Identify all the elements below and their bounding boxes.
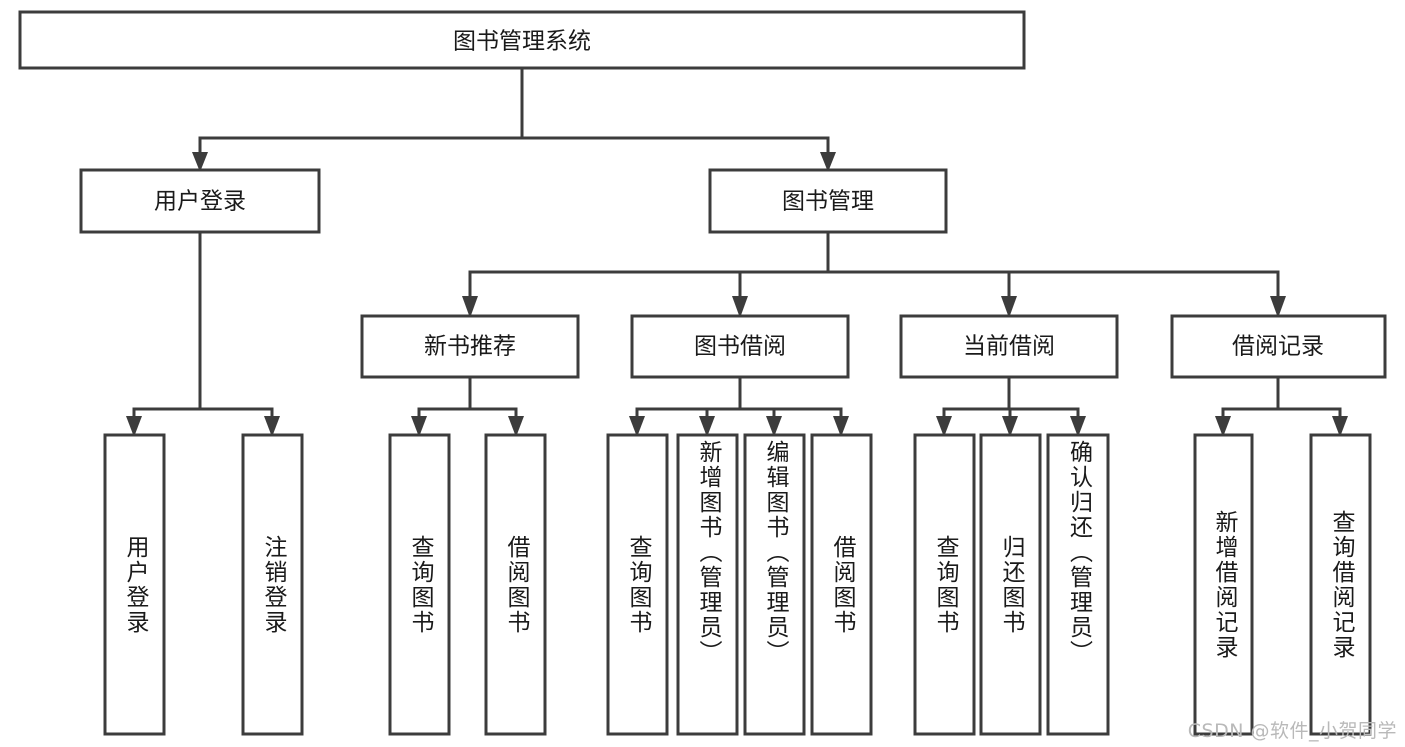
leaf-box-query-book-3[interactable] [913,433,976,736]
arrow-cb-leaf-confirm-return [1070,416,1086,437]
arrow-nbr-leaf-query-book [411,416,427,437]
arrow-cb-leaf-return-book [1002,416,1018,437]
arrow-root-user-login [192,152,208,172]
csdn-watermark: CSDN @软件_小贺同学 [1187,720,1397,742]
leaf-box-query-book-1[interactable] [388,433,451,736]
connector-bb-to-leaf-query-book [635,377,742,420]
leaf-box-confirm-return[interactable] [1046,433,1110,736]
leaf-box-query-record[interactable] [1309,433,1372,736]
leaf-box-borrow-book-1[interactable] [484,433,547,736]
connector-root-to-book-manage [522,136,830,155]
node-user-login[interactable]: 用户登录 [79,168,321,234]
node-user-login-box[interactable] [79,168,321,234]
connector-ul-to-leaf-logout [200,407,274,420]
connector-group-root [198,68,830,155]
root-node-box[interactable] [18,10,1026,70]
connector-group-book-manage [468,232,1280,300]
root-node[interactable]: 图书管理系统 [18,10,1026,70]
connector-bb-to-leaf-borrow-book [740,407,843,420]
node-new-book-rec-box[interactable] [360,314,580,379]
leaf-box-add-book[interactable] [676,433,739,736]
arrow-bb-leaf-add-book [699,416,715,437]
node-borrow-record[interactable]: 借阅记录 [1170,314,1387,379]
arrow-cb-leaf-query-book [936,416,952,437]
arrow-nbr-leaf-borrow-book [508,416,524,437]
leaf-box-add-record[interactable] [1193,433,1254,736]
connector-br-to-leaf-add-record [1221,377,1280,420]
connector-group-borrow-record [1215,377,1348,437]
arrow-br-leaf-query-record [1332,416,1348,437]
connector-bm-to-current-borrow [828,270,1011,300]
connector-br-to-leaf-query-record [1278,407,1342,420]
connector-cb-to-leaf-confirm-return [1009,407,1080,420]
arrow-bb-leaf-edit-book [766,416,782,437]
node-book-borrow-box[interactable] [630,314,850,379]
arrowheads-level2 [192,152,836,172]
arrow-ul-leaf-user-login [126,416,142,437]
node-book-borrow-label: 图书借阅 [694,334,786,360]
leaf-box-logout[interactable] [241,433,304,736]
connector-group-new-book-rec [411,377,524,437]
connector-cb-to-leaf-query-book [942,377,1011,420]
arrow-bm-book-borrow [732,296,748,318]
connector-group-user-login [126,232,280,437]
arrow-bm-current-borrow [1001,296,1017,318]
connector-ul-to-leaf-user-login [132,232,202,420]
connector-bm-to-new-book-rec [468,232,830,300]
connector-nbr-to-leaf-query-book [417,377,472,420]
node-current-borrow-box[interactable] [899,314,1119,379]
arrow-bb-leaf-borrow-book [833,416,849,437]
leaf-boxes [103,433,1372,736]
leaf-box-user-login[interactable] [103,433,166,736]
node-new-book-rec[interactable]: 新书推荐 [360,314,580,379]
node-current-borrow-label: 当前借阅 [963,334,1055,360]
arrow-bm-new-book-rec [462,296,478,318]
connector-root-to-user-login [198,68,524,155]
arrow-bm-borrow-record [1270,296,1286,318]
connector-group-book-borrow [629,377,849,437]
node-user-login-label: 用户登录 [154,189,246,215]
node-book-manage-label: 图书管理 [782,189,874,215]
node-book-manage[interactable]: 图书管理 [708,168,948,234]
node-borrow-record-box[interactable] [1170,314,1387,379]
arrow-bb-leaf-query-book [629,416,645,437]
node-book-manage-box[interactable] [708,168,948,234]
node-current-borrow[interactable]: 当前借阅 [899,314,1119,379]
node-borrow-record-label: 借阅记录 [1232,334,1324,360]
leaf-box-borrow-book-2[interactable] [810,433,873,736]
leaf-box-query-book-2[interactable] [606,433,669,736]
arrow-root-book-manage [820,152,836,172]
arrow-br-leaf-add-record [1215,416,1231,437]
leaf-box-edit-book[interactable] [743,433,806,736]
arrowheads-level3 [462,296,1286,318]
root-node-label: 图书管理系统 [453,29,591,55]
connector-bm-to-borrow-record [828,270,1280,300]
node-new-book-rec-label: 新书推荐 [424,334,516,360]
leaf-box-return-book[interactable] [979,433,1042,736]
connector-group-current-borrow [936,377,1086,437]
arrow-ul-leaf-logout [264,416,280,437]
connector-bm-to-book-borrow [738,270,828,300]
node-book-borrow[interactable]: 图书借阅 [630,314,850,379]
